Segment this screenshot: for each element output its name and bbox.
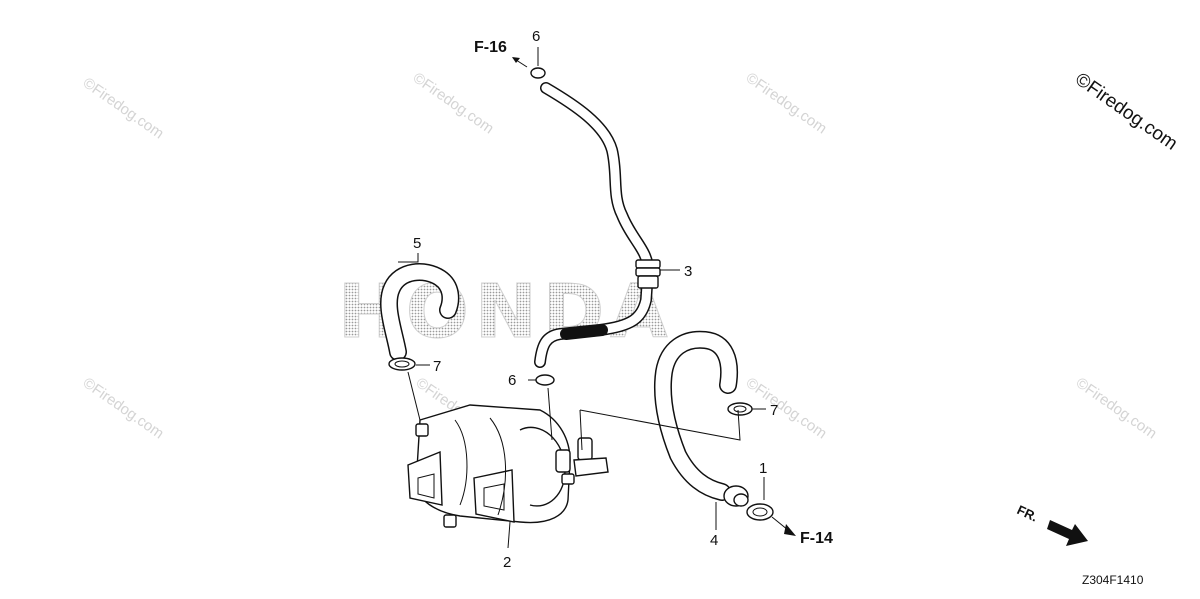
callout-4: 4 bbox=[710, 532, 718, 549]
leader-lines bbox=[398, 47, 796, 549]
copyright-watermark: ©Firedog.com bbox=[743, 374, 830, 442]
fuel-filter-drawing bbox=[407, 404, 609, 528]
ref-f16-label: F-16 bbox=[474, 39, 507, 56]
callout-1: 1 bbox=[759, 460, 767, 477]
callout-6-top: 6 bbox=[532, 28, 540, 45]
callout-5: 5 bbox=[413, 235, 421, 252]
front-direction-label: FR. bbox=[1015, 502, 1040, 524]
copyright-watermark: ©Firedog.com bbox=[743, 69, 830, 137]
copyright-watermark: ©Firedog.com bbox=[80, 374, 167, 442]
callout-3: 3 bbox=[684, 263, 692, 280]
clamp-6-lower bbox=[535, 374, 555, 386]
fuel-tube-drawing bbox=[534, 82, 661, 368]
callout-7-left: 7 bbox=[433, 358, 441, 375]
diagram-code: Z304F1410 bbox=[1082, 573, 1144, 587]
copyright-watermark: ©Firedog.com bbox=[80, 74, 167, 142]
clamp-7-right bbox=[727, 402, 753, 416]
front-direction-indicator: FR. bbox=[1015, 502, 1088, 546]
callout-7-right: 7 bbox=[770, 402, 778, 419]
ref-f14-label: F-14 bbox=[800, 530, 833, 547]
clamp-7-left bbox=[388, 357, 416, 371]
front-arrow-icon bbox=[1047, 520, 1088, 546]
callout-2: 2 bbox=[503, 554, 511, 571]
clamp-6-top bbox=[530, 67, 546, 79]
clamp-1 bbox=[746, 503, 774, 521]
copyright-watermark: ©Firedog.com bbox=[1073, 374, 1160, 442]
callout-6-lower: 6 bbox=[508, 372, 516, 389]
copyright-watermark-corner: ©Firedog.com bbox=[1071, 69, 1181, 155]
copyright-watermark: ©Firedog.com bbox=[410, 69, 497, 137]
hose-4-drawing bbox=[653, 330, 749, 507]
hose-5-drawing bbox=[380, 263, 460, 361]
